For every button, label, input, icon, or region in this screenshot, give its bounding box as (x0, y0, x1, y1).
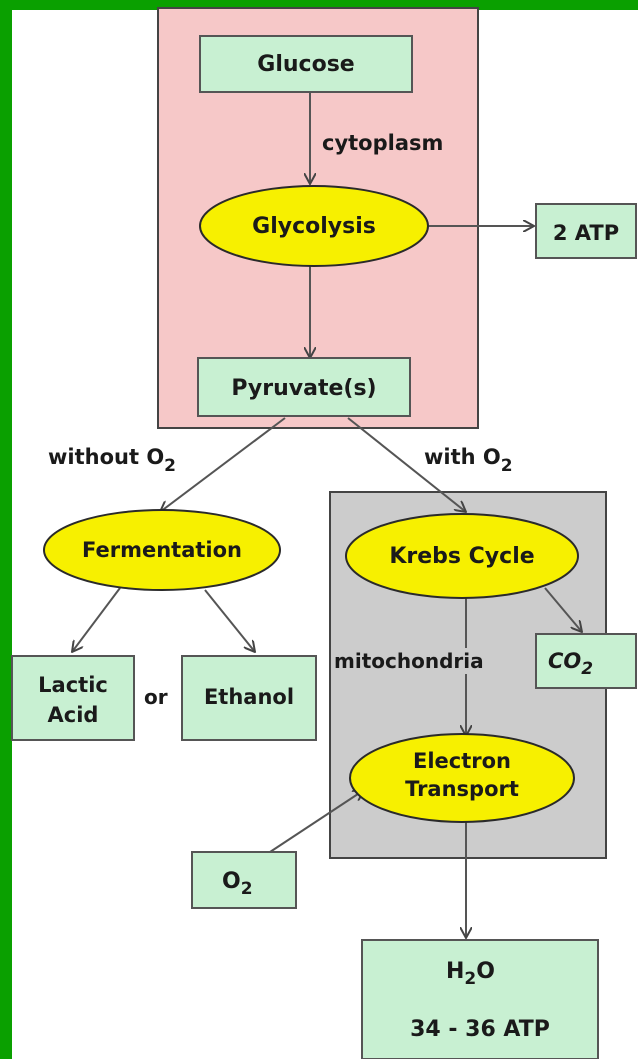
electron-transport-ellipse (349, 733, 575, 823)
pyruvate-box (197, 357, 411, 417)
co2-box (535, 633, 637, 689)
arrow-fermentation-to-ethanol (204, 589, 255, 652)
lactic-acid-box (11, 655, 135, 741)
cytoplasm-label: cytoplasm (322, 131, 443, 155)
ethanol-label: Ethanol (204, 685, 294, 709)
fermentation-label: Fermentation (82, 538, 242, 562)
krebs-cycle-ellipse (345, 513, 579, 599)
fermentation-ellipse (43, 509, 281, 591)
atp2-label: 2 ATP (553, 221, 619, 245)
electron-transport-line1: Electron (413, 749, 511, 773)
atp2-box (535, 203, 637, 259)
without-o2-label: without O2 (48, 445, 176, 476)
lactic-acid-line1: Lactic (38, 673, 108, 697)
glycolysis-ellipse (199, 185, 429, 267)
mitochondria-label: mitochondria (334, 649, 484, 673)
arrow-krebs-to-co2 (544, 587, 582, 632)
arrow-o2-to-electron (269, 790, 364, 853)
arrow-pyruvate-to-fermentation (160, 417, 286, 512)
glucose-label: Glucose (257, 52, 354, 77)
krebs-cycle-label: Krebs Cycle (389, 544, 534, 569)
o2-label: O2 (222, 869, 253, 899)
o2-box (191, 851, 297, 909)
co2-label: CO2 (548, 649, 593, 679)
with-o2-label: with O2 (424, 445, 513, 476)
arrow-fermentation-to-lactic (72, 587, 121, 652)
atp-final-label: 34 - 36 ATP (410, 1017, 550, 1042)
glycolysis-label: Glycolysis (252, 214, 376, 239)
ethanol-box (181, 655, 317, 741)
lactic-acid-line2: Acid (48, 703, 99, 727)
pyruvate-label: Pyruvate(s) (231, 376, 376, 401)
arrow-pyruvate-to-krebs (347, 417, 466, 512)
or-label: or (144, 685, 168, 709)
h2o-label: H2O (446, 959, 495, 989)
glucose-box (199, 35, 413, 93)
h2o-atp-box (361, 939, 599, 1059)
electron-transport-line2: Transport (405, 777, 519, 801)
